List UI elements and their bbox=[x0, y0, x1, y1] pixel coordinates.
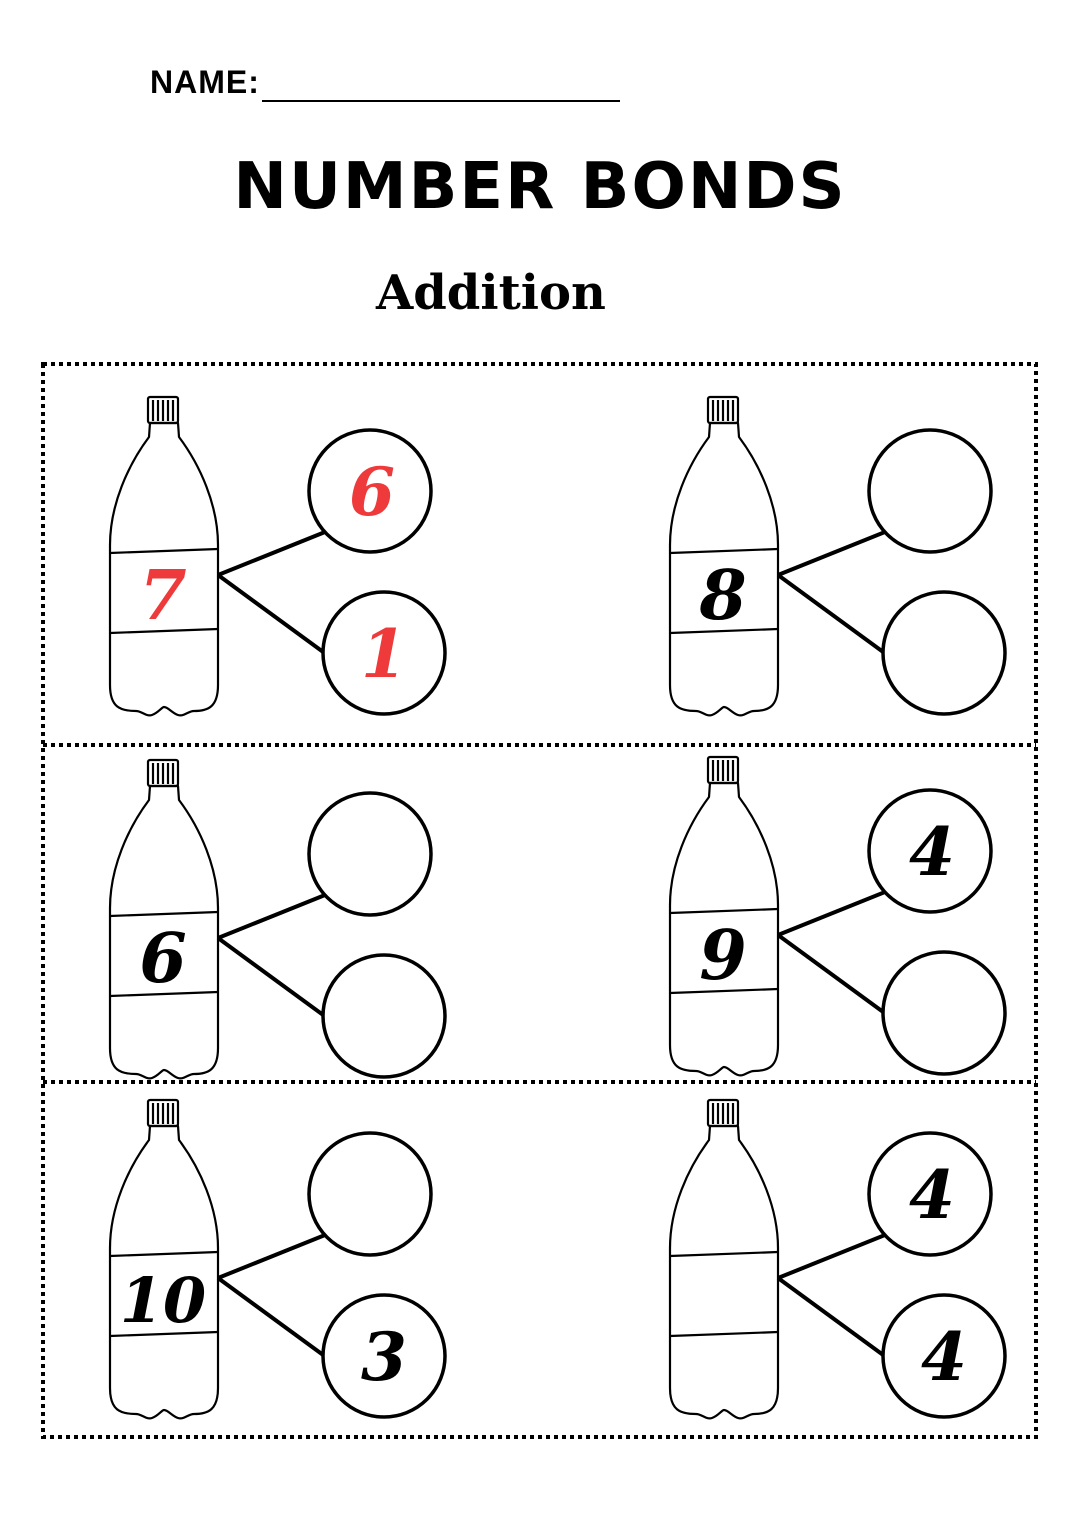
bond-connector bbox=[216, 1276, 332, 1362]
bottle-icon bbox=[108, 1098, 220, 1420]
bottle-icon bbox=[108, 758, 220, 1080]
bond-connector bbox=[777, 1231, 891, 1280]
whole-number: 6 bbox=[139, 919, 186, 999]
name-field-line[interactable] bbox=[262, 100, 620, 102]
part-circle-bottom[interactable] bbox=[881, 950, 1007, 1076]
part-circle-top[interactable] bbox=[867, 428, 993, 554]
page-title: NUMBER BONDS bbox=[233, 150, 847, 224]
bond-connector bbox=[776, 1276, 892, 1362]
bottle-icon bbox=[668, 395, 780, 717]
part-circle-top[interactable] bbox=[307, 1131, 433, 1257]
bond-connector bbox=[216, 573, 332, 659]
number-bond: 44 bbox=[668, 1098, 1007, 1420]
number-bond: 7 6 1 bbox=[108, 395, 447, 717]
whole-number: 9 bbox=[699, 916, 746, 996]
bond-connector bbox=[217, 1231, 331, 1280]
page-subtitle: Addition bbox=[376, 265, 606, 321]
part-circle-bottom[interactable] bbox=[321, 590, 447, 716]
bond-connector bbox=[216, 936, 332, 1022]
part-circle-top[interactable] bbox=[867, 788, 993, 914]
part-number-top: 4 bbox=[909, 813, 955, 891]
part-circle-top[interactable] bbox=[307, 428, 433, 554]
bottle-icon bbox=[668, 1098, 780, 1420]
bond-connector bbox=[777, 528, 891, 577]
part-number-top: 4 bbox=[909, 1156, 955, 1234]
part-number-top: 6 bbox=[349, 453, 395, 531]
bond-connector bbox=[776, 933, 892, 1019]
part-circle-bottom[interactable] bbox=[321, 953, 447, 1079]
part-circle-top[interactable] bbox=[307, 791, 433, 917]
part-number-bottom: 1 bbox=[361, 615, 407, 693]
number-bond: 94 bbox=[668, 755, 1007, 1077]
bond-connector bbox=[776, 573, 892, 659]
part-number-bottom: 3 bbox=[361, 1318, 407, 1396]
name-label: NAME: bbox=[150, 64, 260, 100]
number-bond: 8 bbox=[668, 395, 1007, 717]
number-bond: 6 bbox=[108, 758, 447, 1080]
bond-connector bbox=[217, 891, 331, 940]
number-bond: 10 3 bbox=[108, 1098, 447, 1420]
bottle-icon bbox=[668, 755, 780, 1077]
part-number-bottom: 4 bbox=[921, 1318, 967, 1396]
bond-connector bbox=[217, 528, 331, 577]
part-circle-bottom[interactable] bbox=[881, 590, 1007, 716]
part-circle-top[interactable] bbox=[867, 1131, 993, 1257]
part-circle-bottom[interactable] bbox=[881, 1293, 1007, 1419]
frame-border bbox=[41, 362, 1038, 1439]
dotted-frame bbox=[41, 362, 1038, 1439]
bottle-icon bbox=[108, 395, 220, 717]
part-circle-bottom[interactable] bbox=[321, 1293, 447, 1419]
whole-number: 7 bbox=[139, 556, 186, 636]
whole-number: 10 bbox=[120, 1264, 206, 1337]
whole-number: 8 bbox=[698, 556, 746, 636]
bond-connector bbox=[777, 888, 891, 937]
